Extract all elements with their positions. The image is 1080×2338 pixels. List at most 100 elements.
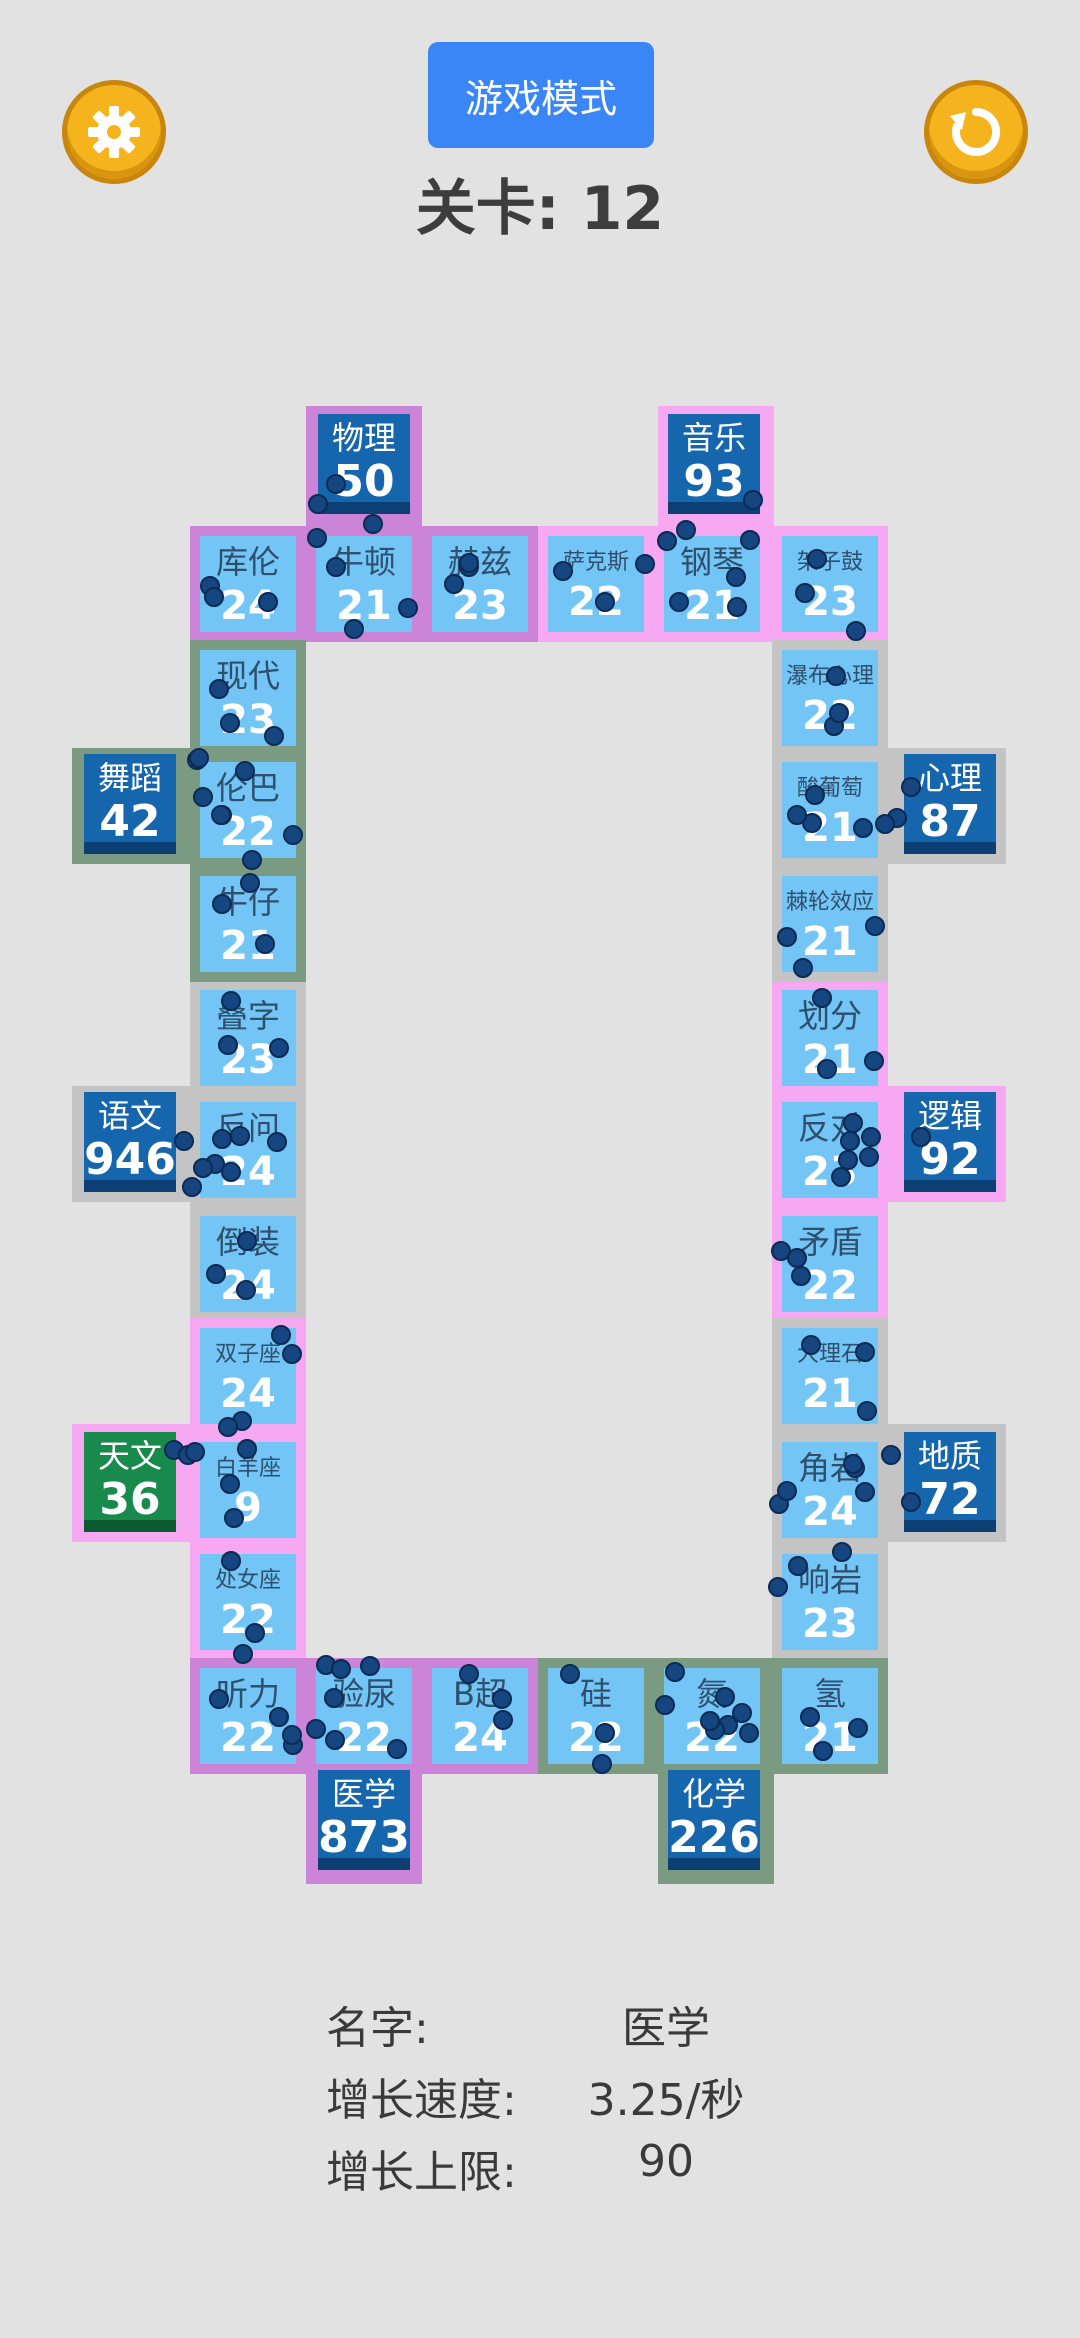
unit-dot xyxy=(491,1689,512,1710)
unit-dot xyxy=(220,1473,241,1494)
info-cap-row: 增长上限: 90 xyxy=(326,2136,826,2208)
hub-base xyxy=(668,502,760,514)
unit-dot xyxy=(739,1722,760,1743)
unit-dot xyxy=(795,582,816,603)
unit-dot xyxy=(217,1417,238,1438)
unit-dot xyxy=(595,1722,616,1743)
unit-dot xyxy=(237,1231,257,1252)
unit-dot xyxy=(307,493,328,514)
hub-value: 72 xyxy=(919,1474,981,1525)
unit-dot xyxy=(739,529,760,550)
unit-dot xyxy=(326,473,347,494)
unit-dot xyxy=(900,1491,921,1512)
unit-dot xyxy=(220,990,241,1011)
info-name-row: 名字: 医学 xyxy=(326,1992,826,2064)
info-name-value: 医学 xyxy=(622,2003,710,2054)
info-rate-value: 3.25/秒 xyxy=(587,2075,745,2126)
unit-dot xyxy=(363,513,384,534)
unit-dot xyxy=(258,591,279,612)
unit-dot xyxy=(220,1162,241,1183)
restart-button[interactable] xyxy=(924,80,1028,184)
tile-name: 处女座 xyxy=(214,1568,281,1593)
unit-dot xyxy=(283,824,304,845)
tile-sakesi[interactable]: 萨克斯22 xyxy=(548,536,644,632)
tile-gui[interactable]: 硅22 xyxy=(548,1668,644,1764)
tile-name: 赫兹 xyxy=(447,543,512,581)
unit-dot xyxy=(306,1719,327,1740)
tile-value: 22 xyxy=(802,1263,858,1309)
unit-dot xyxy=(840,1130,861,1151)
unit-dot xyxy=(816,1058,837,1079)
tile-value: 21 xyxy=(336,583,392,629)
hub-base xyxy=(84,1520,176,1532)
tile-name: 划分 xyxy=(797,997,862,1035)
hub-name: 心理 xyxy=(917,759,982,797)
unit-dot xyxy=(224,1507,245,1528)
unit-dot xyxy=(241,849,262,870)
unit-dot xyxy=(657,531,678,552)
unit-dot xyxy=(858,1147,879,1168)
unit-dot xyxy=(237,1438,258,1459)
level-label: 关卡: xyxy=(415,174,560,244)
unit-dot xyxy=(804,785,825,806)
tile-value: 23 xyxy=(802,1601,858,1647)
hub-base xyxy=(318,502,410,514)
hub-name: 化学 xyxy=(681,1775,746,1813)
tile-pubu[interactable]: 瀑布心理22 xyxy=(782,650,878,746)
tile-value: 22 xyxy=(220,1715,276,1761)
hub-value: 946 xyxy=(84,1134,176,1185)
unit-dot xyxy=(863,1051,884,1072)
unit-dot xyxy=(801,1335,822,1356)
unit-dot xyxy=(458,553,479,574)
unit-dot xyxy=(848,1718,869,1739)
unit-dot xyxy=(205,1264,226,1285)
tile-name: 库伦 xyxy=(215,543,280,581)
unit-dot xyxy=(831,1166,852,1187)
info-cap-value: 90 xyxy=(638,2136,694,2187)
unit-dot xyxy=(264,725,285,746)
hub-base xyxy=(904,1180,996,1192)
hub-name: 逻辑 xyxy=(917,1097,982,1135)
hub-base xyxy=(318,1858,410,1870)
unit-dot xyxy=(269,1037,290,1058)
unit-dot xyxy=(281,1725,302,1746)
unit-dot xyxy=(330,1658,351,1679)
unit-dot xyxy=(326,556,347,577)
unit-dot xyxy=(901,777,922,798)
unit-dot xyxy=(699,1711,720,1732)
hub-value: 92 xyxy=(919,1134,981,1185)
game-mode-button[interactable]: 游戏模式 xyxy=(428,42,654,148)
unit-dot xyxy=(493,1709,514,1730)
unit-dot xyxy=(204,586,225,607)
unit-dot xyxy=(594,591,615,612)
unit-dot xyxy=(813,1740,834,1761)
unit-dot xyxy=(559,1664,580,1685)
settings-button[interactable] xyxy=(62,80,166,184)
unit-dot xyxy=(443,574,464,595)
gear-icon xyxy=(88,106,140,158)
level-number: 12 xyxy=(580,174,665,244)
unit-dot xyxy=(185,1442,206,1463)
unit-dot xyxy=(211,805,232,826)
unit-dot xyxy=(268,1707,289,1728)
